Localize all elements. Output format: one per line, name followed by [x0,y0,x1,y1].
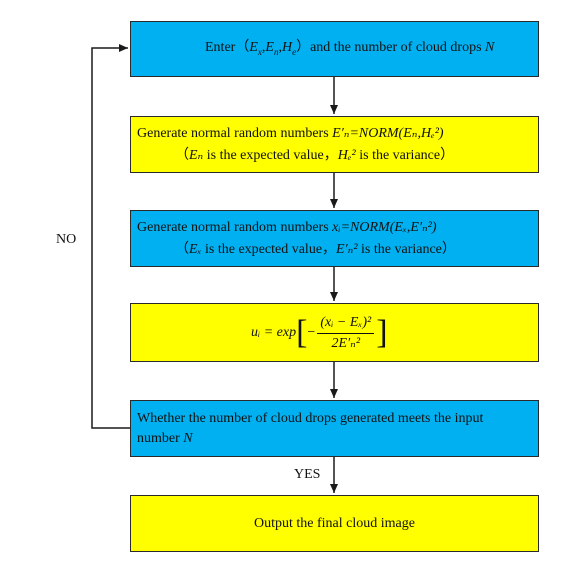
generate-en-prime-line1: Generate normal random numbers E′ₙ=NORM(… [137,126,444,141]
no-label: NO [56,232,77,247]
output-box: Output the final cloud image [130,495,539,552]
decision-line2: number N [137,431,193,446]
generate-xi-line2: （Eₓ is the expected value，E′ₙ² is the va… [175,242,456,257]
input-step-box: Enter（Ex,En,He）and the number of cloud d… [130,21,539,77]
membership-formula: uᵢ = exp [ − (xᵢ − Eₓ)² 2E′ₙ² ] [251,314,388,351]
loop-back-arrow [91,44,130,429]
generate-xi-box: Generate normal random numbers xᵢ=NORM(E… [130,210,539,267]
decision-line1: Whether the number of cloud drops genera… [137,411,484,426]
decision-box: Whether the number of cloud drops genera… [130,400,539,457]
input-step-text: Enter（Ex,En,He）and the number of cloud d… [205,40,495,57]
output-text: Output the final cloud image [254,516,415,531]
generate-en-prime-line2: （Eₙ is the expected value，Hₑ² is the var… [175,148,455,163]
yes-label: YES [294,467,321,482]
membership-formula-box: uᵢ = exp [ − (xᵢ − Eₓ)² 2E′ₙ² ] [130,303,539,362]
generate-xi-line1: Generate normal random numbers xᵢ=NORM(E… [137,220,437,235]
generate-en-prime-box: Generate normal random numbers E′ₙ=NORM(… [130,116,539,173]
